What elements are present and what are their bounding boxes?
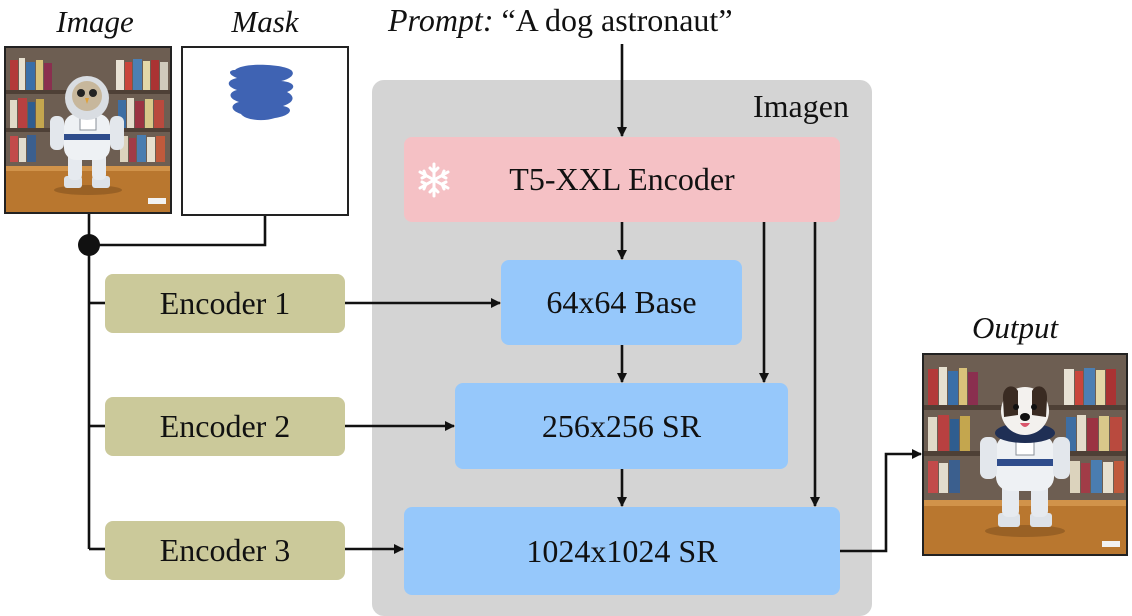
snowflake-icon bbox=[414, 160, 454, 200]
base-64x64-block: 64x64 Base bbox=[501, 260, 742, 345]
sr256-label: 256x256 SR bbox=[541, 407, 702, 444]
image-label: Image bbox=[56, 4, 134, 39]
encoder-1-label: Encoder 1 bbox=[159, 285, 291, 321]
encoder-1-block: Encoder 1 bbox=[105, 274, 345, 333]
output-image bbox=[922, 353, 1128, 556]
mask-image bbox=[181, 46, 349, 216]
input-image bbox=[4, 46, 172, 214]
mask-label: Mask bbox=[231, 4, 299, 39]
sr-256x256-block: 256x256 SR bbox=[455, 383, 788, 469]
prompt-prefix: Prompt: bbox=[388, 2, 494, 38]
sr1024-label: 1024x1024 SR bbox=[526, 532, 718, 569]
encoder-3-block: Encoder 3 bbox=[105, 521, 345, 580]
encoder-2-block: Encoder 2 bbox=[105, 397, 345, 456]
prompt-label: Prompt: “A dog astronaut” bbox=[388, 2, 733, 39]
base-label: 64x64 Base bbox=[546, 284, 697, 320]
output-label: Output bbox=[971, 310, 1059, 345]
astronaut-owl-illustration bbox=[6, 48, 170, 212]
merge-node bbox=[78, 234, 100, 256]
t5-label: T5-XXL Encoder bbox=[509, 161, 735, 197]
prompt-text: “A dog astronaut” bbox=[501, 2, 733, 38]
imagen-title: Imagen bbox=[753, 88, 849, 124]
encoder-2-label: Encoder 2 bbox=[159, 408, 291, 444]
t5-xxl-encoder-block: T5-XXL Encoder bbox=[404, 137, 840, 222]
dog-astronaut-illustration bbox=[924, 355, 1126, 554]
sr-1024x1024-block: 1024x1024 SR bbox=[404, 507, 840, 595]
mask-blob-illustration bbox=[228, 64, 294, 121]
encoder-3-label: Encoder 3 bbox=[159, 532, 291, 568]
